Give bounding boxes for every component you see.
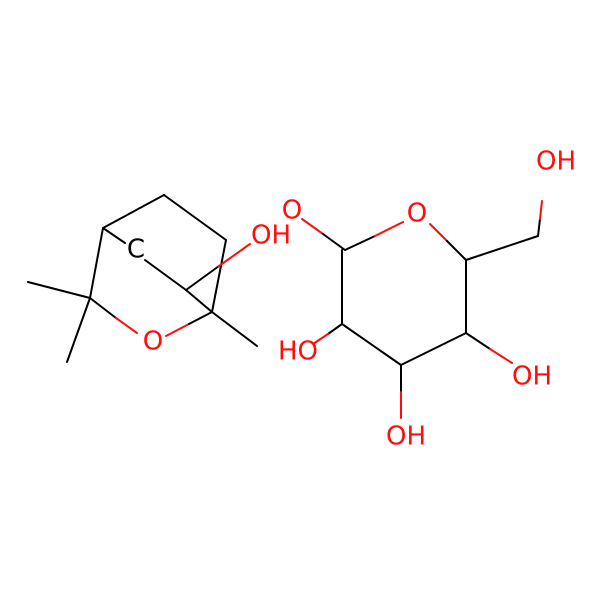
bond	[144, 259, 187, 291]
bond	[344, 235, 376, 251]
bond	[537, 218, 541, 237]
bond	[400, 332, 467, 366]
bond	[102, 227, 126, 244]
bond	[211, 311, 258, 347]
bond	[539, 200, 543, 220]
bicyclic-bonds	[27, 194, 258, 363]
bond	[301, 218, 324, 235]
bond	[27, 281, 91, 299]
bicyclic-hydroxyl-label: OH	[251, 221, 291, 251]
ring-ether-oxygen-label: O	[143, 327, 163, 357]
bond	[374, 221, 404, 237]
bond	[165, 323, 190, 337]
sugar-oh-4-label: OH	[386, 422, 426, 452]
bond	[163, 194, 227, 241]
bond	[465, 332, 491, 350]
bridge-carbon-label: C	[127, 235, 145, 265]
sugar-ring-oxygen-label: O	[407, 199, 427, 229]
bond	[102, 194, 165, 229]
hydroxymethyl-oh-label: OH	[536, 147, 576, 177]
bond	[185, 265, 220, 291]
bond	[322, 233, 346, 251]
bond	[327, 323, 343, 335]
bond	[218, 243, 251, 267]
bond	[66, 297, 91, 363]
bond	[89, 227, 104, 299]
bond	[489, 348, 513, 364]
bond	[211, 239, 227, 313]
bond	[446, 240, 467, 261]
bond	[115, 317, 138, 334]
sugar-bonds	[301, 200, 543, 419]
sugar-oh-2-label: HO	[278, 337, 318, 367]
bond	[429, 223, 448, 242]
bond	[465, 235, 539, 261]
sugar-oh-3-label: OH	[512, 362, 552, 392]
bond	[89, 297, 117, 319]
bond	[312, 333, 329, 345]
bond	[185, 289, 213, 313]
atom-labels: C OH O O O OH HO OH OH	[127, 147, 576, 452]
glycosidic-oxygen-label: O	[282, 196, 302, 226]
bond	[341, 323, 402, 366]
bond	[188, 311, 213, 325]
